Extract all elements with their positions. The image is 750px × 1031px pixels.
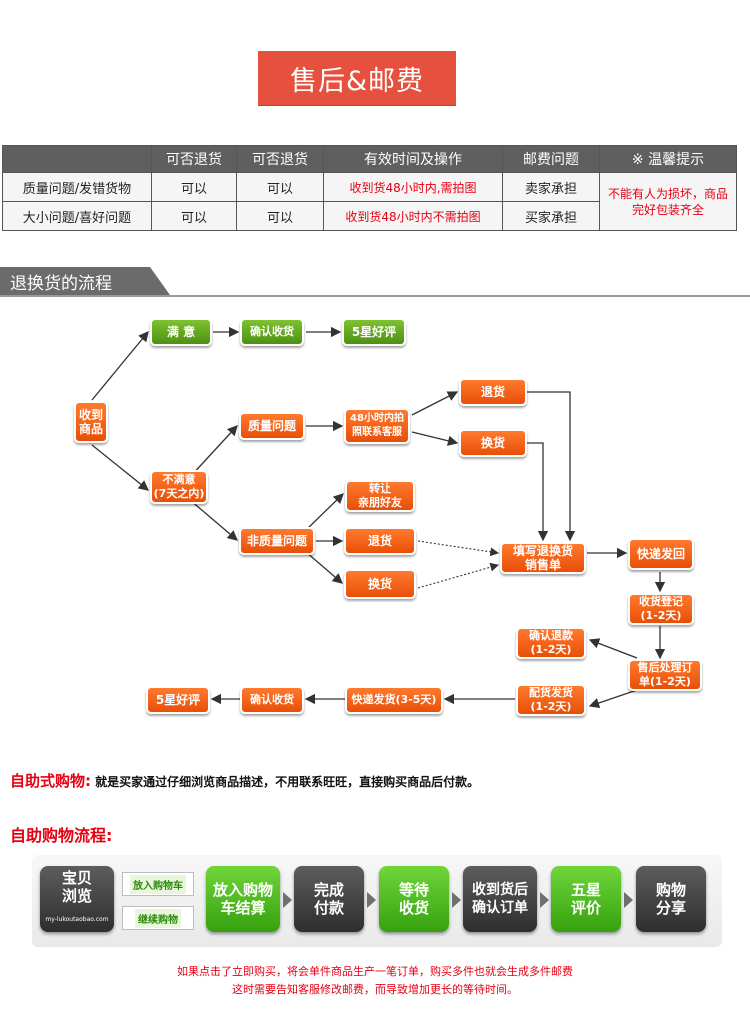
note-line-2: 这时需要告知客服修改邮费，而导致增加更长的等待时间。 bbox=[232, 983, 518, 996]
node-five-star-top: 5星好评 bbox=[342, 318, 406, 346]
node-transfer: 转让 亲朋好友 bbox=[345, 480, 415, 512]
node-confirm-refund: 确认退款 (1-2天) bbox=[516, 627, 586, 659]
table-row: 质量问题/发错货物 可以 可以 收到货48小时内,需拍图 卖家承担 不能有人为损… bbox=[2, 172, 737, 231]
step-browse-label: 宝贝 浏览 bbox=[61, 869, 92, 905]
step-browse: 宝贝 浏览 my-lukoutaobao.com bbox=[40, 866, 114, 932]
arrow bbox=[91, 330, 149, 401]
self-service-desc: 就是买家通过仔细浏览商品描述，不用联系旺旺，直接购买商品后付款。 bbox=[95, 775, 480, 789]
arrow bbox=[91, 444, 150, 491]
cell-postage: 买家承担 bbox=[502, 201, 600, 231]
node-nonquality: 非质量问题 bbox=[239, 527, 315, 555]
arrow bbox=[305, 551, 343, 584]
section-title-return-flow: 退换货的流程 bbox=[0, 267, 170, 295]
add-cart-button[interactable]: 放入购物车 bbox=[122, 872, 194, 896]
table-header-row: 可否退货 可否退货 有效时间及操作 邮费问题 ※ 温馨提示 bbox=[2, 145, 737, 173]
site-label: my-lukoutaobao.com bbox=[45, 916, 109, 923]
node-express-ship: 快递发货(3-5天) bbox=[345, 686, 443, 714]
after-sales-policy-table: 可否退货 可否退货 有效时间及操作 邮费问题 ※ 温馨提示 质量问题/发错货物 … bbox=[2, 145, 737, 231]
arrow bbox=[527, 391, 576, 542]
chevron-right-icon bbox=[452, 892, 461, 908]
continue-shopping-button[interactable]: 继续购物 bbox=[122, 906, 194, 930]
node-exchange-top: 换货 bbox=[459, 429, 527, 457]
continue-shopping-label: 继续购物 bbox=[135, 908, 181, 928]
table-row: 大小问题/喜好问题 可以 可以 收到货48小时内不需拍图 买家承担 bbox=[2, 201, 737, 231]
cell-time: 收到货48小时内,需拍图 bbox=[323, 172, 503, 202]
cell-time: 收到货48小时内不需拍图 bbox=[323, 201, 503, 231]
cell-return-2: 可以 bbox=[236, 201, 324, 231]
arrow bbox=[527, 442, 549, 542]
self-service-flow-title: 自助购物流程: bbox=[10, 826, 113, 845]
step-confirm-order: 收到货后 确认订单 bbox=[463, 866, 537, 932]
table-header-tip: ※ 温馨提示 bbox=[599, 145, 737, 173]
node-satisfied: 满 意 bbox=[150, 318, 212, 346]
arrow bbox=[411, 431, 459, 446]
node-after-sale: 售后处理订 单(1-2天) bbox=[628, 659, 702, 691]
arrow bbox=[189, 425, 238, 478]
chevron-right-icon bbox=[540, 892, 549, 908]
arrow bbox=[588, 638, 638, 659]
step-pay: 完成 付款 bbox=[294, 866, 364, 932]
table-header-return: 可否退货 bbox=[151, 145, 237, 173]
node-unsatisfied: 不满意 (7天之内) bbox=[150, 470, 208, 504]
step-wait: 等待 收货 bbox=[379, 866, 449, 932]
cell-postage: 卖家承担 bbox=[502, 172, 600, 202]
node-register: 收货登记 (1-2天) bbox=[628, 593, 694, 625]
row-label: 质量问题/发错货物 bbox=[2, 172, 152, 202]
table-header-empty bbox=[2, 145, 152, 173]
cell-return: 可以 bbox=[151, 172, 237, 202]
step-rate: 五星 评价 bbox=[551, 866, 621, 932]
node-ship: 配货发货 (1-2天) bbox=[516, 684, 586, 716]
self-service-label: 自助式购物: bbox=[10, 772, 91, 790]
arrow-dashed bbox=[417, 540, 500, 557]
chevron-right-icon bbox=[367, 892, 376, 908]
node-exchange-mid: 换货 bbox=[344, 569, 416, 599]
step-add-cart-checkout: 放入购物 车结算 bbox=[206, 866, 280, 932]
page-title-banner: 售后&邮费 bbox=[258, 51, 456, 105]
cell-tip: 不能有人为损坏，商品完好包装齐全 bbox=[599, 172, 737, 231]
arrow-dashed bbox=[417, 562, 500, 589]
node-express-send: 快递发回 bbox=[628, 538, 694, 570]
section-divider bbox=[0, 295, 750, 297]
note-line-1: 如果点击了立即购买，将会单件商品生产一笔订单，购买多件也就会生成多件邮费 bbox=[177, 965, 573, 978]
table-header-time: 有效时间及操作 bbox=[323, 145, 503, 173]
purchase-note: 如果点击了立即购买，将会单件商品生产一笔订单，购买多件也就会生成多件邮费 这时需… bbox=[0, 963, 750, 999]
table-header-postage: 邮费问题 bbox=[502, 145, 600, 173]
node-received: 收到商品 bbox=[74, 401, 108, 443]
node-fill-form: 填写退换货 销售单 bbox=[500, 542, 586, 574]
node-return-mid: 退货 bbox=[344, 527, 416, 555]
cell-return-2: 可以 bbox=[236, 172, 324, 202]
arrow bbox=[189, 499, 238, 541]
arrow bbox=[411, 391, 459, 416]
chevron-right-icon bbox=[283, 892, 292, 908]
arrow bbox=[305, 493, 344, 531]
row-label: 大小问题/喜好问题 bbox=[2, 201, 152, 231]
node-confirm-top: 确认收货 bbox=[240, 318, 304, 346]
cell-return: 可以 bbox=[151, 201, 237, 231]
node-quality: 质量问题 bbox=[239, 412, 305, 440]
node-within48: 48小时内拍 照联系客服 bbox=[344, 408, 410, 444]
self-service-description: 自助式购物: 就是买家通过仔细浏览商品描述，不用联系旺旺，直接购买商品后付款。 bbox=[10, 770, 479, 791]
node-return-top: 退货 bbox=[459, 378, 527, 406]
chevron-right-icon bbox=[624, 892, 633, 908]
node-five-star-bottom: 5星好评 bbox=[146, 686, 210, 714]
add-cart-label: 放入购物车 bbox=[130, 874, 186, 894]
node-confirm-bottom: 确认收货 bbox=[240, 686, 304, 714]
arrow bbox=[588, 689, 638, 708]
step-share: 购物 分享 bbox=[636, 866, 706, 932]
